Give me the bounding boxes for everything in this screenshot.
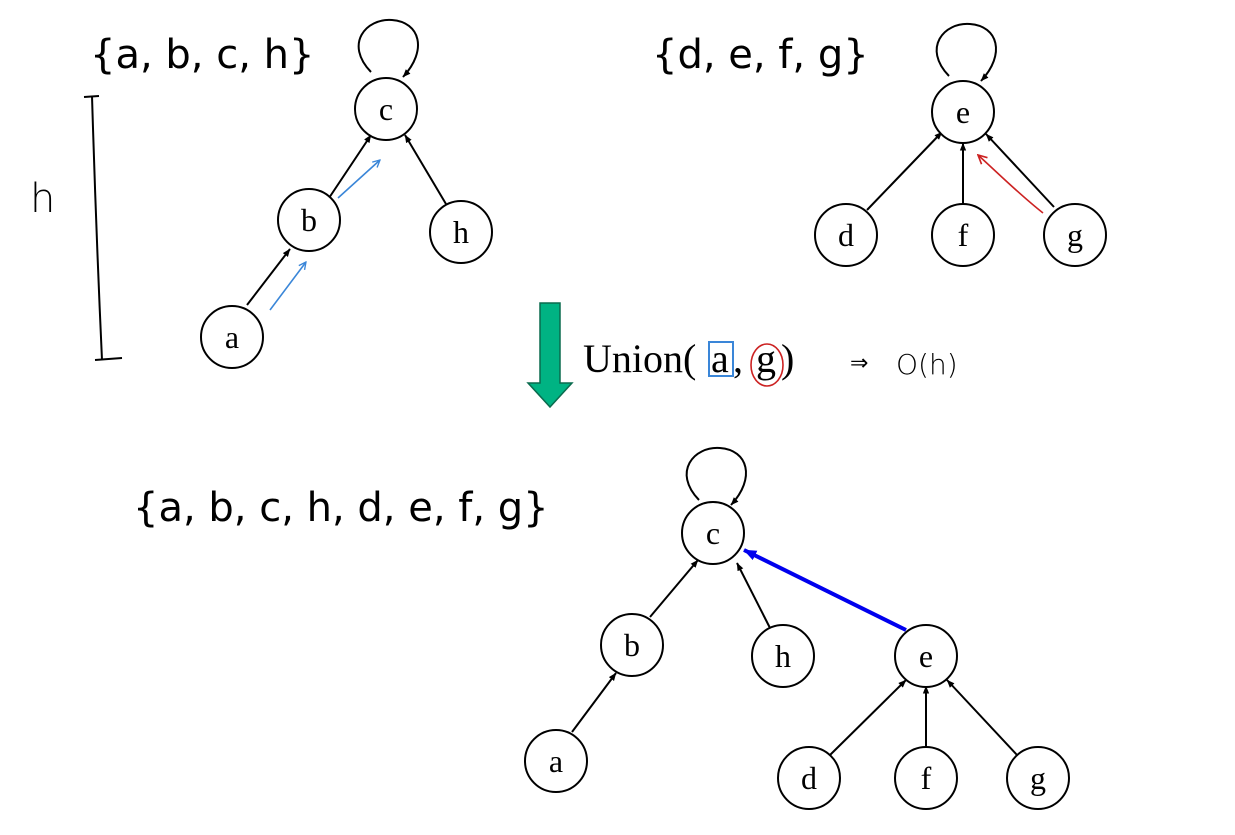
edge-b-c bbox=[322, 134, 372, 208]
merged-node-a bbox=[524, 729, 588, 793]
edge-d-e-merged bbox=[829, 679, 907, 756]
self-loop-c bbox=[357, 18, 419, 78]
node-b-label: b bbox=[301, 202, 317, 238]
merged-node-h bbox=[751, 624, 815, 688]
union-close: ) bbox=[781, 336, 794, 381]
node-g bbox=[1043, 203, 1107, 267]
complexity-note: O(h) bbox=[896, 348, 958, 381]
merged-node-d bbox=[777, 746, 841, 810]
tree-2: e d f g bbox=[814, 22, 1107, 267]
node-a bbox=[200, 305, 264, 369]
node-f-label: f bbox=[958, 217, 969, 253]
edge-h-c bbox=[404, 134, 447, 205]
edge-h-c-merged bbox=[736, 562, 771, 629]
tree-1: c b h a bbox=[200, 18, 493, 369]
node-c-label: c bbox=[379, 91, 393, 127]
height-label: h bbox=[30, 176, 55, 222]
merged-node-e-label: e bbox=[919, 638, 933, 674]
arg1-highlight bbox=[708, 341, 734, 377]
arg2-highlight bbox=[750, 343, 784, 387]
merged-node-f bbox=[894, 746, 958, 810]
node-h bbox=[429, 200, 493, 264]
edge-a-b bbox=[246, 248, 291, 306]
merged-node-b-label: b bbox=[624, 627, 640, 663]
down-arrow bbox=[526, 302, 574, 409]
edge-g-e bbox=[985, 133, 1055, 208]
set-label-right: {d, e, f, g} bbox=[652, 32, 869, 78]
node-h-label: h bbox=[453, 214, 469, 250]
merged-node-c-label: c bbox=[706, 515, 720, 551]
merged-node-c bbox=[681, 501, 745, 565]
self-loop-e bbox=[935, 22, 997, 82]
node-d bbox=[814, 203, 878, 267]
node-g-label: g bbox=[1067, 217, 1083, 253]
self-loop-c-merged bbox=[685, 446, 747, 506]
merged-node-f-label: f bbox=[921, 760, 932, 796]
union-prefix: Union( bbox=[583, 336, 696, 381]
merged-node-e bbox=[894, 624, 958, 688]
union-link-e-c bbox=[743, 548, 907, 632]
find-path-b-c bbox=[337, 160, 380, 199]
merged-tree: c b h e a d f g bbox=[524, 446, 1070, 810]
edge-b-c-merged bbox=[649, 559, 699, 618]
node-f bbox=[931, 203, 995, 267]
union-operation: Union( a , g ) ⇒ O(h) bbox=[583, 336, 958, 387]
complexity-arrow: ⇒ bbox=[850, 351, 868, 376]
node-d-label: d bbox=[838, 217, 854, 253]
union-arg1: a bbox=[711, 336, 729, 381]
edge-g-e-merged bbox=[946, 679, 1018, 756]
merged-node-b bbox=[600, 613, 664, 677]
height-bracket bbox=[83, 95, 123, 361]
merged-node-d-label: d bbox=[801, 760, 817, 796]
node-e bbox=[931, 80, 995, 144]
node-b bbox=[277, 188, 341, 252]
union-arg2: g bbox=[756, 336, 776, 381]
node-c bbox=[354, 77, 418, 141]
set-label-merged: {a, b, c, h, d, e, f, g} bbox=[133, 485, 549, 531]
find-path-g-e bbox=[978, 155, 1044, 214]
find-path-a-b bbox=[269, 262, 306, 311]
merged-node-g-label: g bbox=[1030, 760, 1046, 796]
node-e-label: e bbox=[956, 94, 970, 130]
set-label-left: {a, b, c, h} bbox=[90, 32, 314, 78]
edge-d-e bbox=[866, 131, 943, 211]
merged-node-g bbox=[1006, 746, 1070, 810]
merged-node-a-label: a bbox=[549, 743, 563, 779]
merged-node-h-label: h bbox=[775, 638, 791, 674]
edge-a-b-merged bbox=[571, 672, 617, 733]
union-comma: , bbox=[733, 336, 743, 381]
node-a-label: a bbox=[225, 319, 239, 355]
